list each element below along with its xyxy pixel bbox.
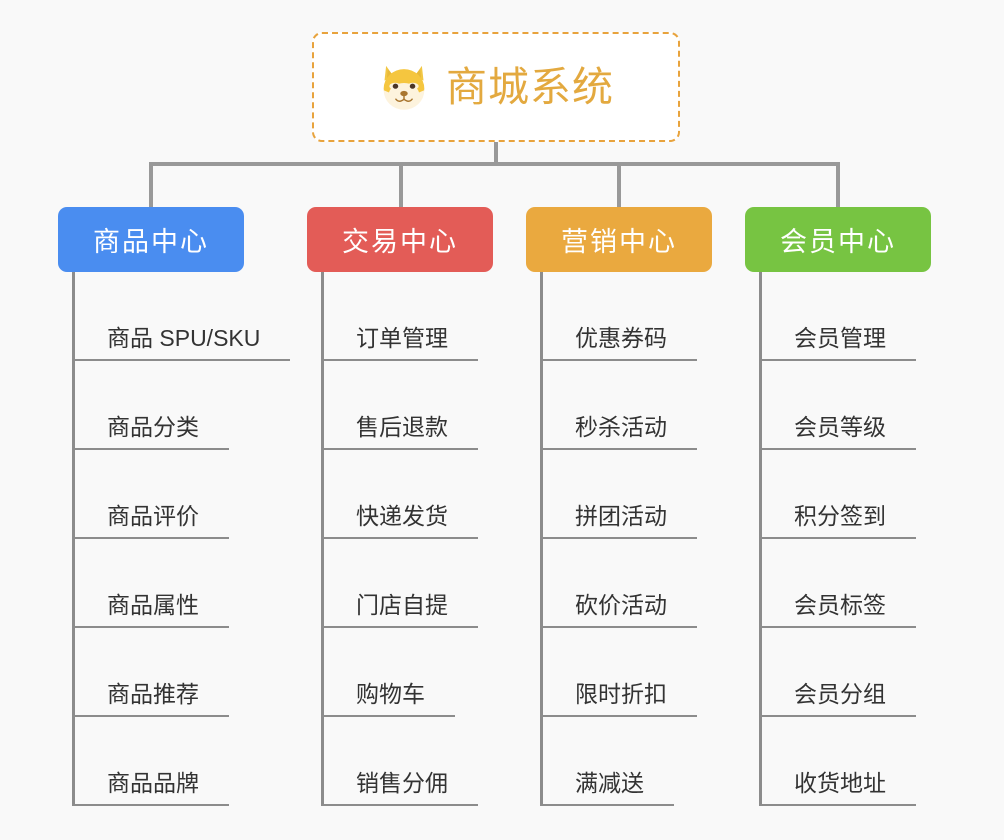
category-label: 会员中心 <box>780 227 896 257</box>
root-title: 商城系统 <box>446 63 614 110</box>
connector-horizontal-bus <box>149 162 840 166</box>
category-label: 交易中心 <box>342 227 458 257</box>
root-node[interactable]: 商城系统 <box>312 32 680 142</box>
leaf-item[interactable]: 售后退款 <box>324 361 493 450</box>
leaf-label: 商品 SPU/SKU <box>75 325 291 361</box>
leaf-stack-product-center: 商品 SPU/SKU 商品分类 商品评价 商品属性 商品推荐 商品品牌 <box>72 272 291 806</box>
column-marketing-center: 营销中心 优惠券码 秒杀活动 拼团活动 砍价活动 限时折扣 满减送 <box>526 207 712 806</box>
leaf-label: 满减送 <box>543 770 674 806</box>
leaf-label: 商品品牌 <box>75 770 229 806</box>
leaf-item[interactable]: 购物车 <box>324 628 493 717</box>
leaf-item[interactable]: 会员标签 <box>762 539 931 628</box>
leaf-label: 购物车 <box>324 681 455 717</box>
leaf-item[interactable]: 优惠券码 <box>543 272 712 361</box>
connector-drop-marketing <box>617 162 621 207</box>
category-header-product-center[interactable]: 商品中心 <box>58 207 244 272</box>
leaf-label: 商品分类 <box>75 414 229 450</box>
connector-drop-product <box>149 162 153 207</box>
leaf-item[interactable]: 商品推荐 <box>75 628 244 717</box>
leaf-label: 商品属性 <box>75 592 229 628</box>
leaf-label: 商品推荐 <box>75 681 229 717</box>
leaf-item[interactable]: 满减送 <box>543 717 712 806</box>
leaf-item[interactable]: 砍价活动 <box>543 539 712 628</box>
shiba-dog-face-icon <box>383 65 425 110</box>
leaf-item[interactable]: 订单管理 <box>324 272 493 361</box>
leaf-item[interactable]: 商品评价 <box>75 450 244 539</box>
connector-drop-member <box>836 162 840 207</box>
leaf-label: 会员管理 <box>762 325 916 361</box>
leaf-label: 秒杀活动 <box>543 414 697 450</box>
category-label: 商品中心 <box>93 227 209 257</box>
leaf-label: 快递发货 <box>324 503 478 539</box>
leaf-label: 积分签到 <box>762 503 916 539</box>
leaf-label: 会员分组 <box>762 681 916 717</box>
category-header-member-center[interactable]: 会员中心 <box>745 207 931 272</box>
connector-root-stem <box>494 142 498 164</box>
leaf-item[interactable]: 会员管理 <box>762 272 931 361</box>
leaf-label: 销售分佣 <box>324 770 478 806</box>
leaf-label: 售后退款 <box>324 414 478 450</box>
leaf-item[interactable]: 商品分类 <box>75 361 244 450</box>
category-header-trade-center[interactable]: 交易中心 <box>307 207 493 272</box>
leaf-item[interactable]: 会员等级 <box>762 361 931 450</box>
column-member-center: 会员中心 会员管理 会员等级 积分签到 会员标签 会员分组 收货地址 <box>745 207 931 806</box>
leaf-label: 收货地址 <box>762 770 916 806</box>
leaf-label: 会员等级 <box>762 414 916 450</box>
leaf-label: 商品评价 <box>75 503 229 539</box>
leaf-label: 限时折扣 <box>543 681 697 717</box>
category-header-marketing-center[interactable]: 营销中心 <box>526 207 712 272</box>
leaf-item[interactable]: 收货地址 <box>762 717 931 806</box>
leaf-item[interactable]: 销售分佣 <box>324 717 493 806</box>
leaf-stack-trade-center: 订单管理 售后退款 快递发货 门店自提 购物车 销售分佣 <box>321 272 493 806</box>
leaf-item[interactable]: 秒杀活动 <box>543 361 712 450</box>
column-trade-center: 交易中心 订单管理 售后退款 快递发货 门店自提 购物车 销售分佣 <box>307 207 493 806</box>
leaf-label: 门店自提 <box>324 592 478 628</box>
leaf-item[interactable]: 拼团活动 <box>543 450 712 539</box>
leaf-item[interactable]: 会员分组 <box>762 628 931 717</box>
leaf-label: 订单管理 <box>324 325 478 361</box>
leaf-item[interactable]: 商品品牌 <box>75 717 244 806</box>
leaf-label: 优惠券码 <box>543 325 697 361</box>
column-product-center: 商品中心 商品 SPU/SKU 商品分类 商品评价 商品属性 商品推荐 商品品牌 <box>58 207 291 806</box>
leaf-item[interactable]: 快递发货 <box>324 450 493 539</box>
connector-drop-trade <box>399 162 403 207</box>
leaf-item[interactable]: 商品 SPU/SKU <box>75 272 291 361</box>
leaf-stack-marketing-center: 优惠券码 秒杀活动 拼团活动 砍价活动 限时折扣 满减送 <box>540 272 712 806</box>
leaf-item[interactable]: 门店自提 <box>324 539 493 628</box>
leaf-item[interactable]: 商品属性 <box>75 539 244 628</box>
leaf-stack-member-center: 会员管理 会员等级 积分签到 会员标签 会员分组 收货地址 <box>759 272 931 806</box>
category-label: 营销中心 <box>561 227 677 257</box>
leaf-label: 砍价活动 <box>543 592 697 628</box>
leaf-label: 会员标签 <box>762 592 916 628</box>
leaf-item[interactable]: 限时折扣 <box>543 628 712 717</box>
leaf-label: 拼团活动 <box>543 503 697 539</box>
leaf-item[interactable]: 积分签到 <box>762 450 931 539</box>
